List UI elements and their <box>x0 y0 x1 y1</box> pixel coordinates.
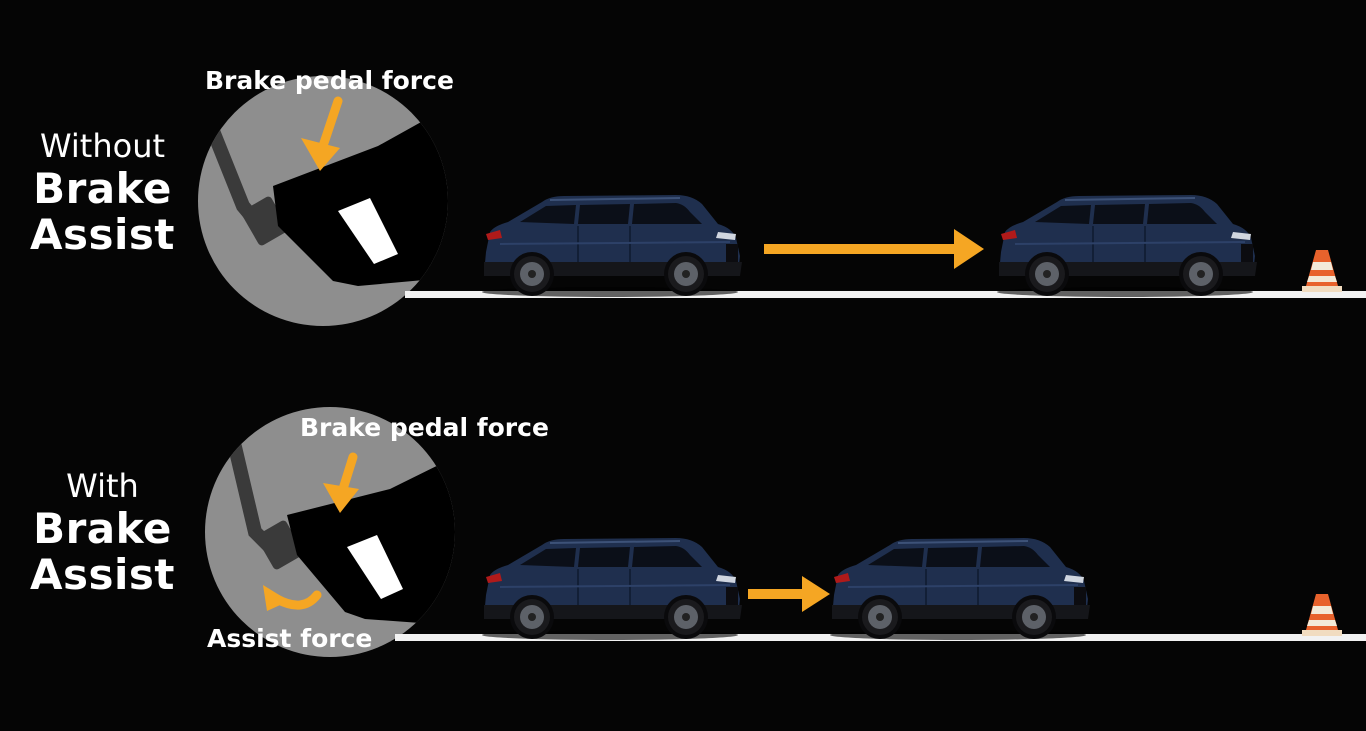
traffic-cone-icon <box>1302 250 1342 292</box>
right-arrow-icon <box>748 576 830 612</box>
brake-pedal-foot-icon <box>205 407 455 657</box>
brake-pedal-force-label-top: Brake pedal force <box>205 66 454 95</box>
right-arrow-icon <box>764 229 984 269</box>
road-line-top <box>405 291 1366 298</box>
title-line-3: Assist <box>30 210 175 259</box>
brake-pedal-foot-icon <box>198 76 448 326</box>
suv-car-icon <box>829 537 1091 641</box>
suv-car-icon <box>481 537 743 641</box>
title-line-1: With <box>66 467 139 505</box>
suv-car-icon <box>481 194 743 298</box>
title-line-1: Without <box>39 127 166 165</box>
title-line-3: Assist <box>30 550 175 599</box>
brake-pedal-force-label-bottom: Brake pedal force <box>300 413 549 442</box>
title-with-brake-assist: With Brake Assist <box>20 470 185 600</box>
title-line-2: Brake <box>33 164 172 213</box>
traffic-cone-icon <box>1302 594 1342 636</box>
title-without-brake-assist: Without Brake Assist <box>20 130 185 260</box>
title-line-2: Brake <box>33 504 172 553</box>
suv-car-icon <box>996 194 1258 298</box>
assist-force-label: Assist force <box>207 624 373 653</box>
